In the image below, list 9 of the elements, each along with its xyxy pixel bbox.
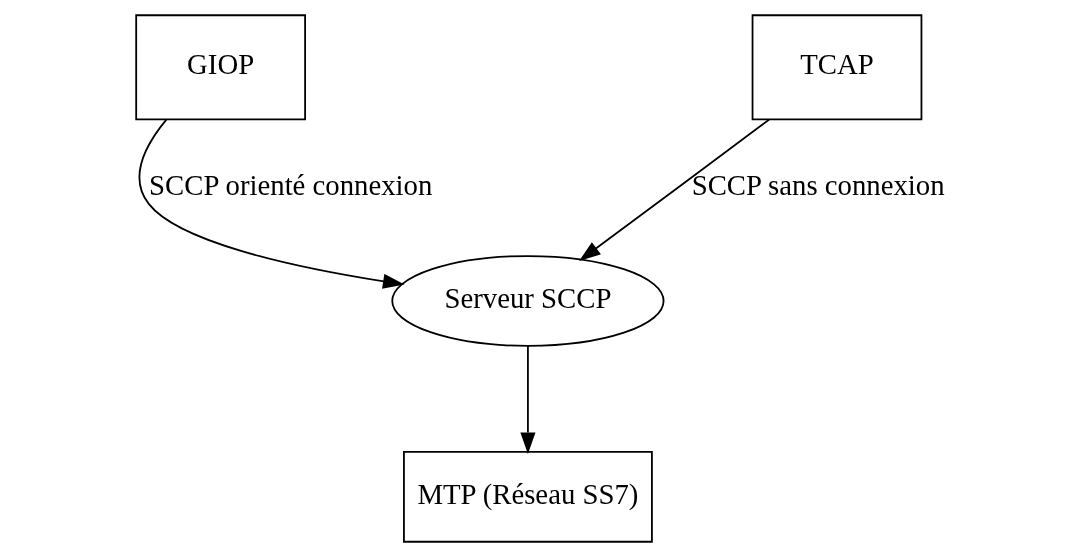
node-box: MTP (Réseau SS7) bbox=[402, 451, 653, 543]
arrow bbox=[519, 345, 535, 455]
arrow bbox=[138, 118, 405, 289]
node-box: GIOP bbox=[134, 14, 306, 121]
edge-label: SCCP sans connexion bbox=[691, 168, 945, 201]
node-ellipse: Serveur SCCP bbox=[390, 255, 664, 347]
edge-label: SCCP orienté connexion bbox=[148, 168, 432, 201]
node-box: TCAP bbox=[751, 14, 922, 121]
arrow bbox=[578, 118, 770, 262]
